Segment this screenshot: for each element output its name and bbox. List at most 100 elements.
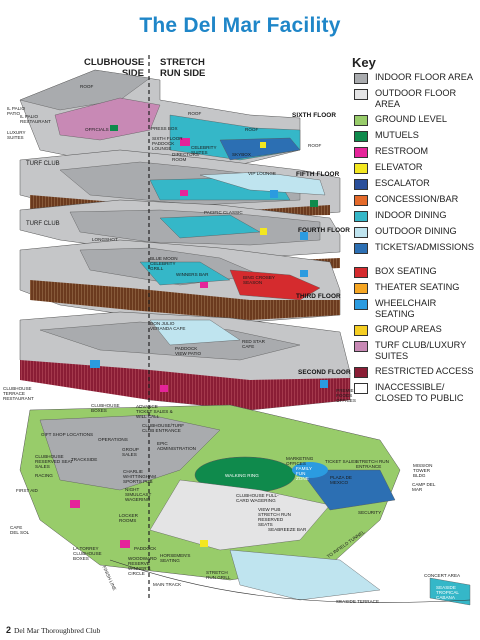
map-label: TURF CLUB: [26, 221, 60, 227]
map-label: RACING: [35, 473, 53, 478]
legend-item: MUTUELS: [354, 130, 478, 142]
legend-swatch: [354, 325, 368, 336]
map-label: DON JULIO VERANDA CAFE: [150, 321, 186, 331]
map-label: SEABREEZE BAR: [268, 527, 307, 532]
map-label: HORSEMEN'S SEATING: [160, 553, 191, 563]
floor-label-third: THIRD FLOOR: [296, 293, 341, 300]
legend-swatch: [354, 147, 368, 158]
legend-swatch: [354, 383, 368, 394]
legend-swatch: [354, 179, 368, 190]
map-label: CLUBHOUSE RESERVED SEAT SALES: [35, 454, 74, 469]
legend-gap: [354, 258, 478, 266]
map-label: VIP LOUNGE: [248, 171, 276, 176]
map-label: ROOF: [308, 143, 322, 148]
map-label: LONGSHOT: [92, 237, 118, 242]
map-label: FIRST AID: [16, 488, 38, 493]
legend-swatch: [354, 131, 368, 142]
floor-label-fifth: FIFTH FLOOR: [296, 171, 340, 178]
map-label: CLUBHOUSE/TURF CLUB ENTRANCE: [142, 423, 185, 433]
map-label: SKYBOX: [232, 152, 251, 157]
legend-item: INDOOR DINING: [354, 210, 478, 222]
map-label: VIEW PUB STRETCH RUN RESERVED SEATS: [258, 507, 291, 527]
map-label: MAIN TRACK: [153, 582, 182, 587]
floor-label-second: SECOND FLOOR: [298, 369, 351, 376]
map-label: ROOF: [188, 111, 202, 116]
map-label: ROOF: [80, 84, 94, 89]
map-label: CHARLIE WHITTINGHAM SPORTS PUB: [123, 469, 156, 484]
legend-swatch: [354, 283, 368, 294]
map-label: MISSION TOWER BLDG: [413, 463, 433, 478]
map-label: CONCERT AREA: [424, 573, 461, 578]
legend-item: OUTDOOR DINING: [354, 226, 478, 238]
map-label: CELEBRITY SUITES: [191, 145, 217, 155]
map-label: TRACKSIDE: [71, 457, 98, 462]
map-label: TICKET SALES: [325, 459, 358, 464]
map-label: LOCKER ROOMS: [119, 513, 138, 523]
legend-item: GROUND LEVEL: [354, 114, 478, 126]
map-label: LUXURY SUITES: [7, 130, 26, 140]
legend-label: OUTDOOR FLOOR AREA: [375, 88, 457, 109]
legend-label: MUTUELS: [375, 130, 419, 140]
map-label: STRETCH RUN ENTRANCE: [356, 459, 389, 469]
legend-swatch: [354, 195, 368, 206]
map-label: CLUBHOUSE BOXES: [91, 403, 120, 413]
map-label: PRESS BOX: [151, 126, 178, 131]
legend-item: WHEELCHAIR SEATING: [354, 298, 478, 320]
map-label: OPERATIONS: [98, 437, 128, 442]
legend-label: CONCESSION/BAR: [375, 194, 459, 204]
legend-item: CONCESSION/BAR: [354, 194, 478, 206]
legend-item: TURF CLUB/LUXURY SUITES: [354, 340, 478, 362]
legend-item: ESCALATOR: [354, 178, 478, 190]
map-label: LA TORREY CLUBHOUSE BOXES: [73, 546, 102, 561]
map-label: GIFT SHOP LOCATIONS: [41, 432, 94, 437]
map-legend: INDOOR FLOOR AREA OUTDOOR FLOOR AREA GROUN…: [354, 72, 478, 408]
map-label: BING CROSBY SEASON: [243, 275, 275, 285]
map-label: TURF CLUB: [26, 161, 60, 167]
legend-swatch: [354, 89, 368, 100]
legend-item: INDOOR FLOOR AREA: [354, 72, 478, 84]
map-label: ADVANCE TICKET SALES & WILL CALL: [136, 404, 173, 419]
map-label: PADDOCK: [134, 546, 157, 551]
stretch-run-side-label: STRETCH RUN SIDE: [160, 57, 206, 79]
legend-swatch: [354, 299, 368, 310]
floor-label-sixth: SIXTH FLOOR: [292, 112, 337, 119]
footer-text: Del Mar Thoroughbred Club: [14, 626, 101, 635]
map-label: CAFE DEL SOL: [10, 525, 30, 535]
second-floor: [19, 311, 351, 411]
legend-label: RESTROOM: [375, 146, 429, 156]
map-label: MARKETING OFFICES: [286, 456, 314, 466]
legend-item: THEATER SEATING: [354, 282, 478, 294]
legend-label: GROUP AREAS: [375, 324, 442, 334]
legend-swatch: [354, 73, 368, 84]
map-label: GROUP SALES: [122, 447, 139, 457]
legend-label: TURF CLUB/LUXURY SUITES: [375, 340, 467, 361]
legend-label: GROUND LEVEL: [375, 114, 447, 124]
map-label: WOODWARD RESERVE WINNER'S CIRCLE: [128, 556, 157, 576]
legend-label: ESCALATOR: [375, 178, 430, 188]
legend-swatch: [354, 227, 368, 238]
map-label: PREMIER FOODS OFFICES: [336, 388, 357, 403]
map-label: PLAZA DE MEXICO: [330, 475, 352, 485]
legend-swatch: [354, 211, 368, 222]
map-label: SECURITY: [358, 510, 382, 515]
legend-label: INDOOR FLOOR AREA: [375, 72, 474, 82]
sixth-floor: [19, 69, 301, 173]
legend-item: RESTROOM: [354, 146, 478, 158]
legend-swatch: [354, 243, 368, 254]
map-label: BLUE MOON CELEBRITY GRILL: [150, 256, 178, 271]
legend-label: TICKETS/ADMISSIONS: [375, 242, 475, 252]
legend-item: INACCESSIBLE/ CLOSED TO PUBLIC: [354, 382, 478, 404]
legend-label: RESTRICTED ACCESS: [375, 366, 474, 376]
legend-label: INACCESSIBLE/ CLOSED TO PUBLIC: [375, 382, 464, 403]
legend-item: RESTRICTED ACCESS: [354, 366, 478, 378]
map-label: IL PALIO PATIO: [7, 106, 26, 116]
map-label: ROOF: [245, 127, 259, 132]
map-label: OFFICIALS: [85, 127, 109, 132]
legend-item: OUTDOOR FLOOR AREA: [354, 88, 478, 110]
legend-label: THEATER SEATING: [375, 282, 460, 292]
legend-item: TICKETS/ADMISSIONS: [354, 242, 478, 254]
map-label: SIXTH FLOOR PADDOCK LOUNGE: [152, 136, 183, 151]
legend-label: WHEELCHAIR SEATING: [375, 298, 437, 319]
